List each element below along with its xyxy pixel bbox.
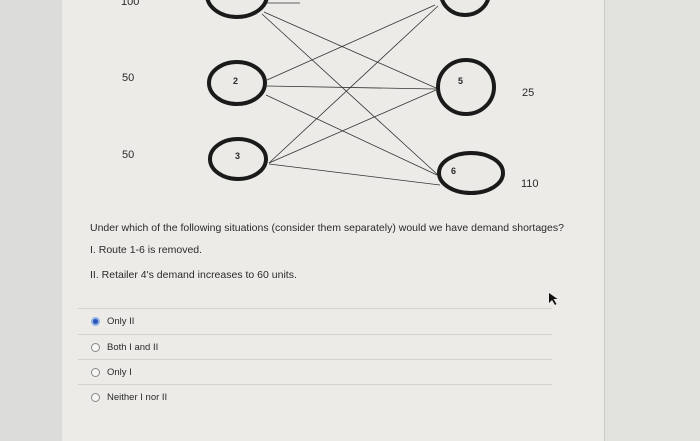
node-3-label: 3: [235, 151, 241, 161]
supply-3: 50: [122, 149, 135, 161]
edge-3-6: [268, 163, 441, 186]
node-2-label: 2: [233, 76, 239, 86]
edge-3-4: [268, 5, 439, 164]
node-1: [205, 0, 269, 19]
edge-1-6: [261, 13, 439, 176]
edge-1-5: [263, 11, 437, 89]
mouse-cursor-icon: [549, 293, 558, 305]
radio[interactable]: [91, 392, 100, 402]
node-2: [207, 60, 267, 106]
option-only-i[interactable]: Only I: [78, 359, 552, 384]
node-5: [436, 58, 496, 116]
radio[interactable]: [91, 367, 100, 377]
demand-5: 25: [522, 87, 535, 99]
option-label: Only II: [107, 315, 135, 327]
supply-2: 50: [122, 72, 135, 84]
right-pane: [605, 0, 700, 441]
statement-1: I. Route 1-6 is removed.: [90, 244, 203, 256]
node-4: [440, 0, 490, 17]
node-5-label: 5: [458, 76, 464, 86]
edge-2-6: [265, 94, 438, 176]
demand-6: 110: [521, 178, 539, 190]
option-both[interactable]: Both I and II: [78, 334, 552, 359]
radio[interactable]: [91, 342, 100, 352]
option-label: Neither I nor II: [107, 391, 168, 403]
edge-2-4: [266, 4, 436, 81]
radio-selected[interactable]: [91, 316, 100, 326]
node-6: [437, 151, 505, 195]
node-6-label: 6: [451, 166, 457, 176]
statement-2: II. Retailer 4's demand increases to 60 …: [90, 269, 297, 281]
edge-2-5: [266, 85, 437, 90]
question-panel: [62, 0, 605, 441]
option-only-ii[interactable]: Only II: [78, 308, 552, 333]
option-label: Only I: [107, 366, 132, 378]
edge-3-5: [268, 89, 437, 164]
question-prompt: Under which of the following situations …: [90, 222, 564, 234]
node-3: [208, 137, 268, 181]
option-label: Both I and II: [107, 341, 159, 353]
supply-1: 100: [121, 0, 140, 8]
option-neither[interactable]: Neither I nor II: [78, 384, 552, 409]
